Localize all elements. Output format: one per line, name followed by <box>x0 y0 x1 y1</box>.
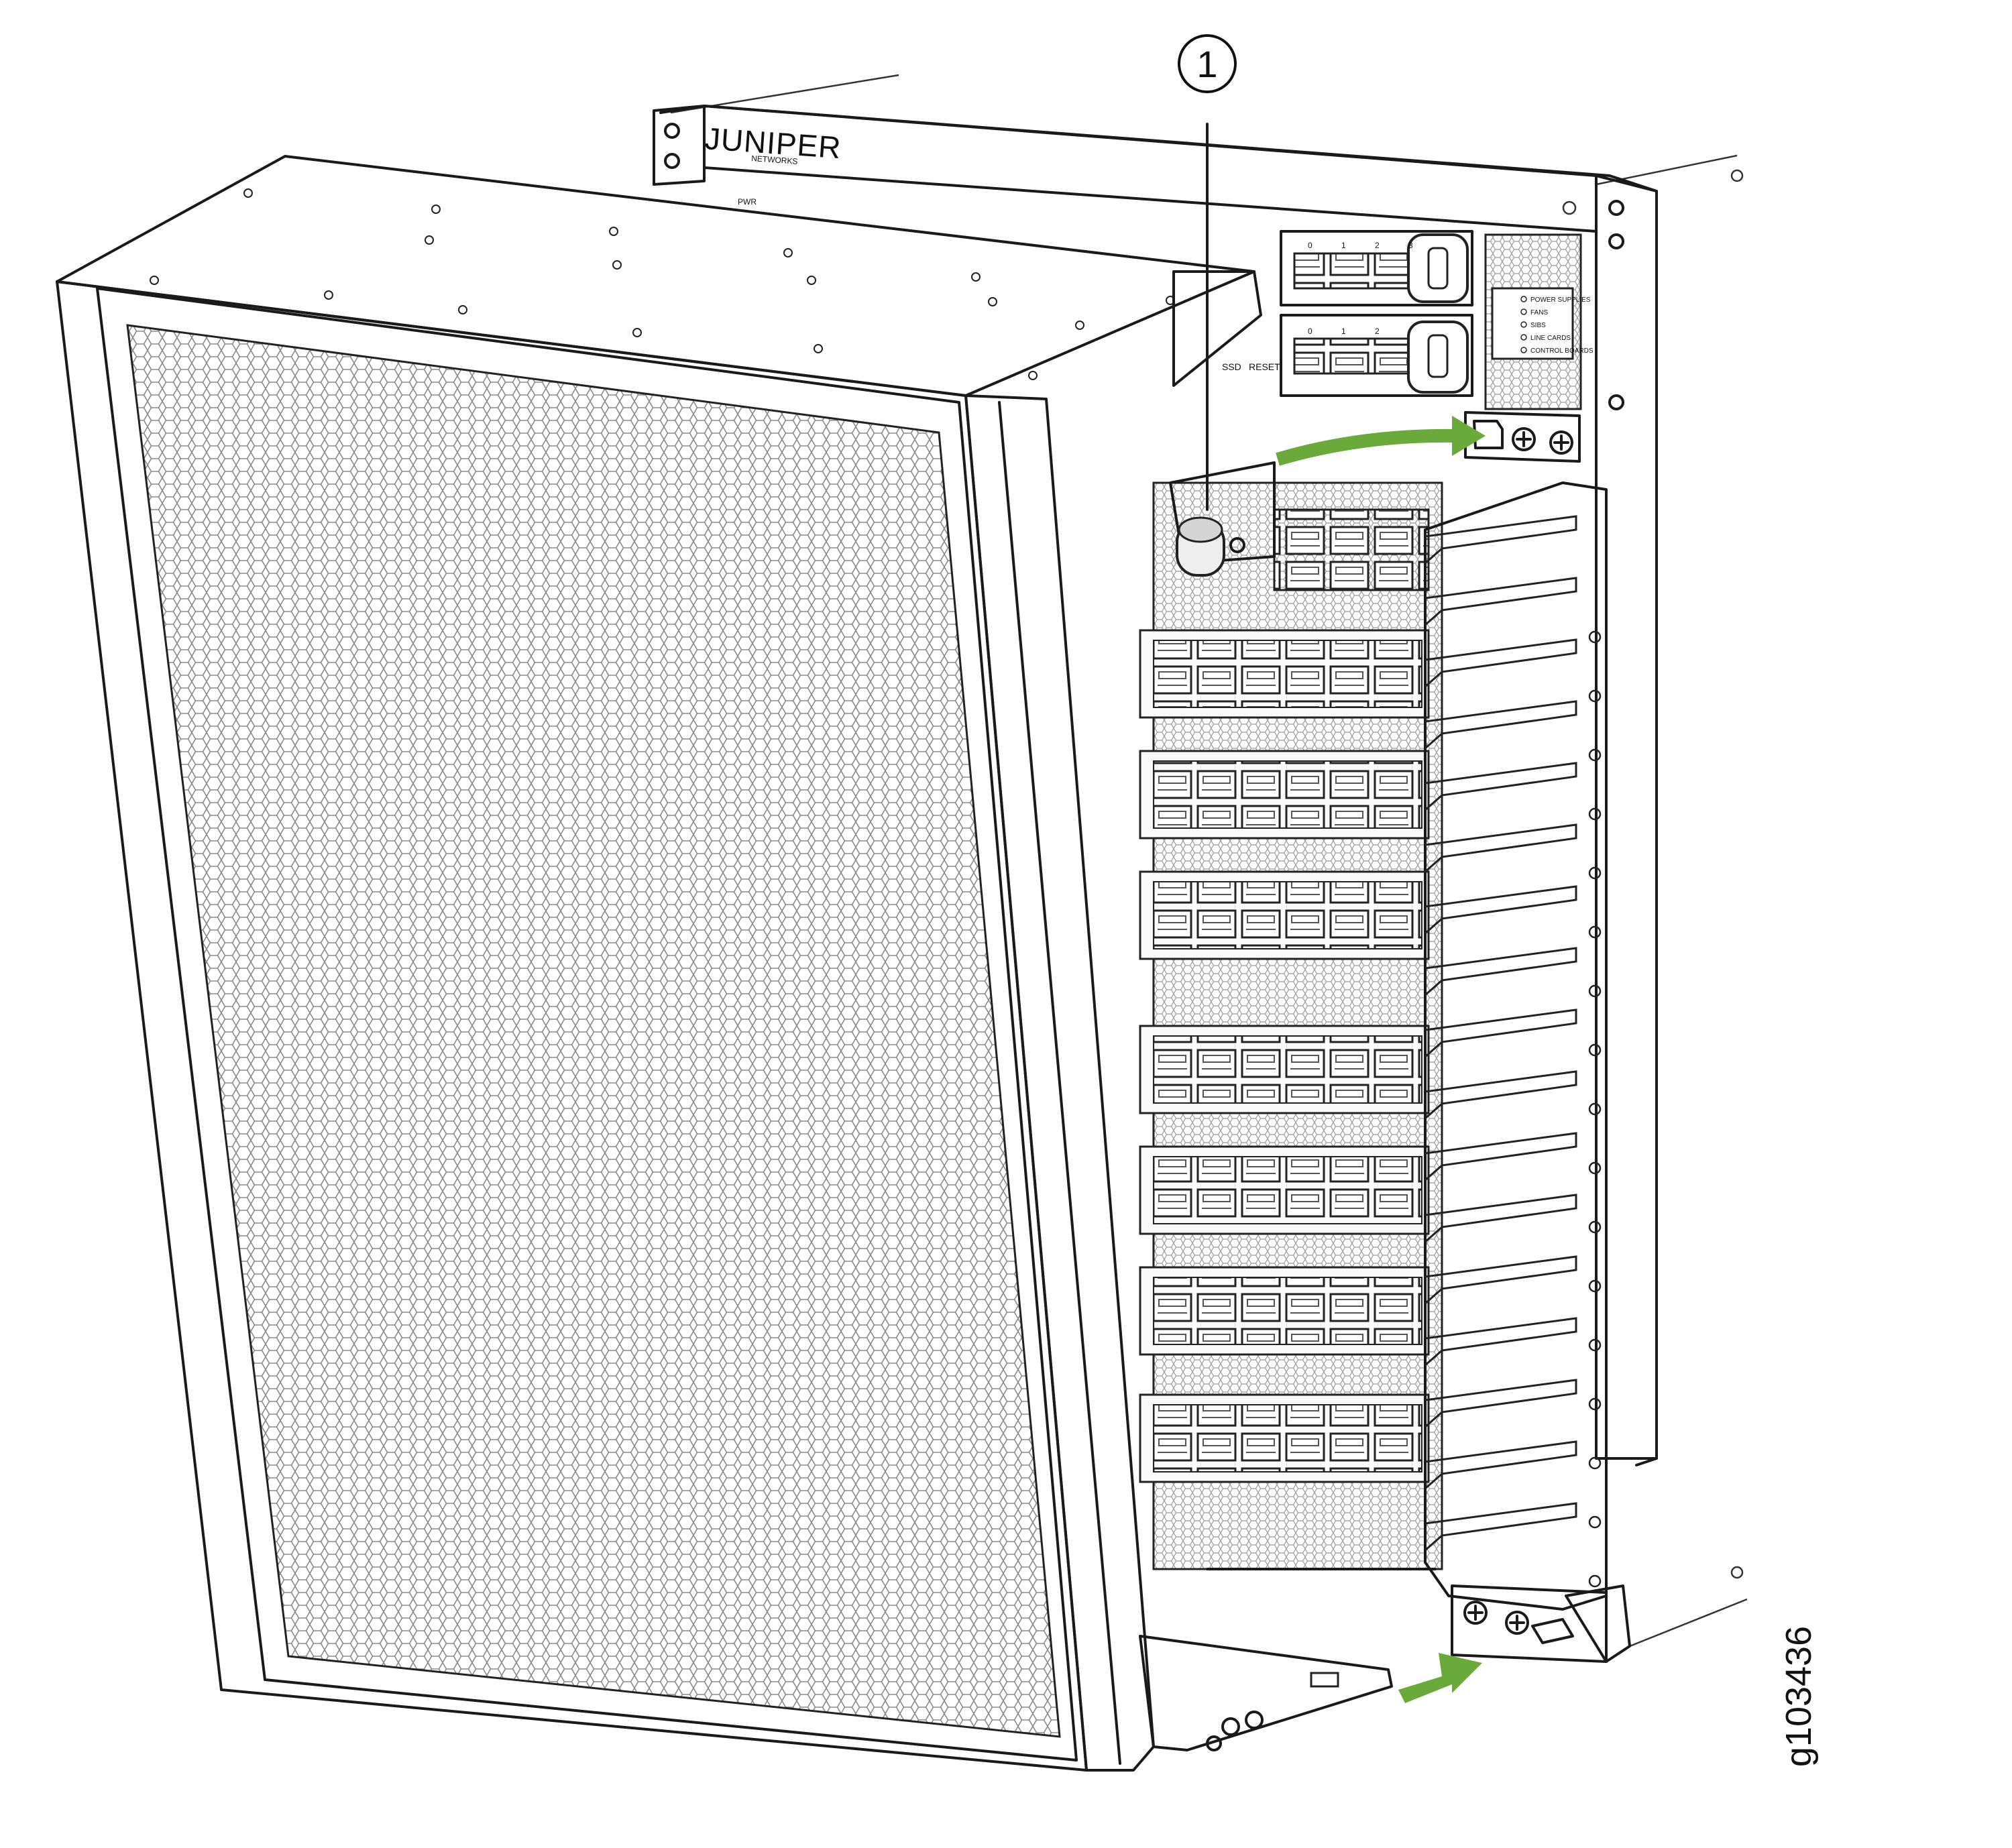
rack-ear-left <box>653 105 706 186</box>
direction-arrow-bottom <box>1398 1653 1482 1703</box>
direction-arrow-top <box>1276 416 1486 466</box>
figure-id: g103436 <box>1779 1626 1819 1767</box>
port-group-label: 1 <box>1341 327 1346 336</box>
port-group-label: 3 <box>1408 241 1413 250</box>
latch-bracket-bottom <box>1451 1584 1631 1663</box>
control-board-bottom <box>1280 314 1473 397</box>
rack-ear-right <box>1595 174 1658 1460</box>
status-led-label: FANS <box>1530 309 1548 316</box>
line-cards <box>1139 508 1430 1483</box>
status-led-panel: POWER SUPPLIES FANS SIBS LINE CARDS CONTROL … <box>1491 287 1594 360</box>
door-mesh <box>126 324 1061 1738</box>
captive-latch[interactable] <box>1169 461 1276 577</box>
control-label-ssd: SSD <box>1222 361 1241 372</box>
front-door-cover <box>56 155 1393 1772</box>
status-led-label: CONTROL BOARDS <box>1530 347 1594 355</box>
callout-1-number: 1 <box>1196 43 1217 85</box>
port-group-label: 0 <box>1308 241 1312 250</box>
juniper-logo-subtext: NETWORKS <box>751 154 798 166</box>
status-led-label: SIBS <box>1530 322 1546 329</box>
port-group-labels: 0 1 2 3 0 1 2 <box>1308 241 1413 336</box>
port-group-label: 2 <box>1375 241 1380 250</box>
status-led-label: LINE CARDS <box>1530 335 1571 342</box>
door-bottom-arm <box>1139 1635 1393 1751</box>
router-chassis: POWER SUPPLIES FANS SIBS LINE CARDS CONTROL … <box>653 74 1748 1648</box>
port-group-label: 1 <box>1341 241 1346 250</box>
control-label-pwr: PWR <box>738 197 757 207</box>
craft-panel <box>703 105 1598 233</box>
port-group-label: 2 <box>1375 327 1380 336</box>
callout-1: 1 <box>1178 34 1237 511</box>
cable-manager-comb <box>1424 481 1608 1611</box>
control-labels: RESET SSD PWR <box>738 197 1280 372</box>
control-label-reset: RESET <box>1249 361 1280 372</box>
port-group-label: 0 <box>1308 327 1312 336</box>
control-board-top <box>1280 230 1473 306</box>
status-led-label: POWER SUPPLIES <box>1530 296 1591 304</box>
